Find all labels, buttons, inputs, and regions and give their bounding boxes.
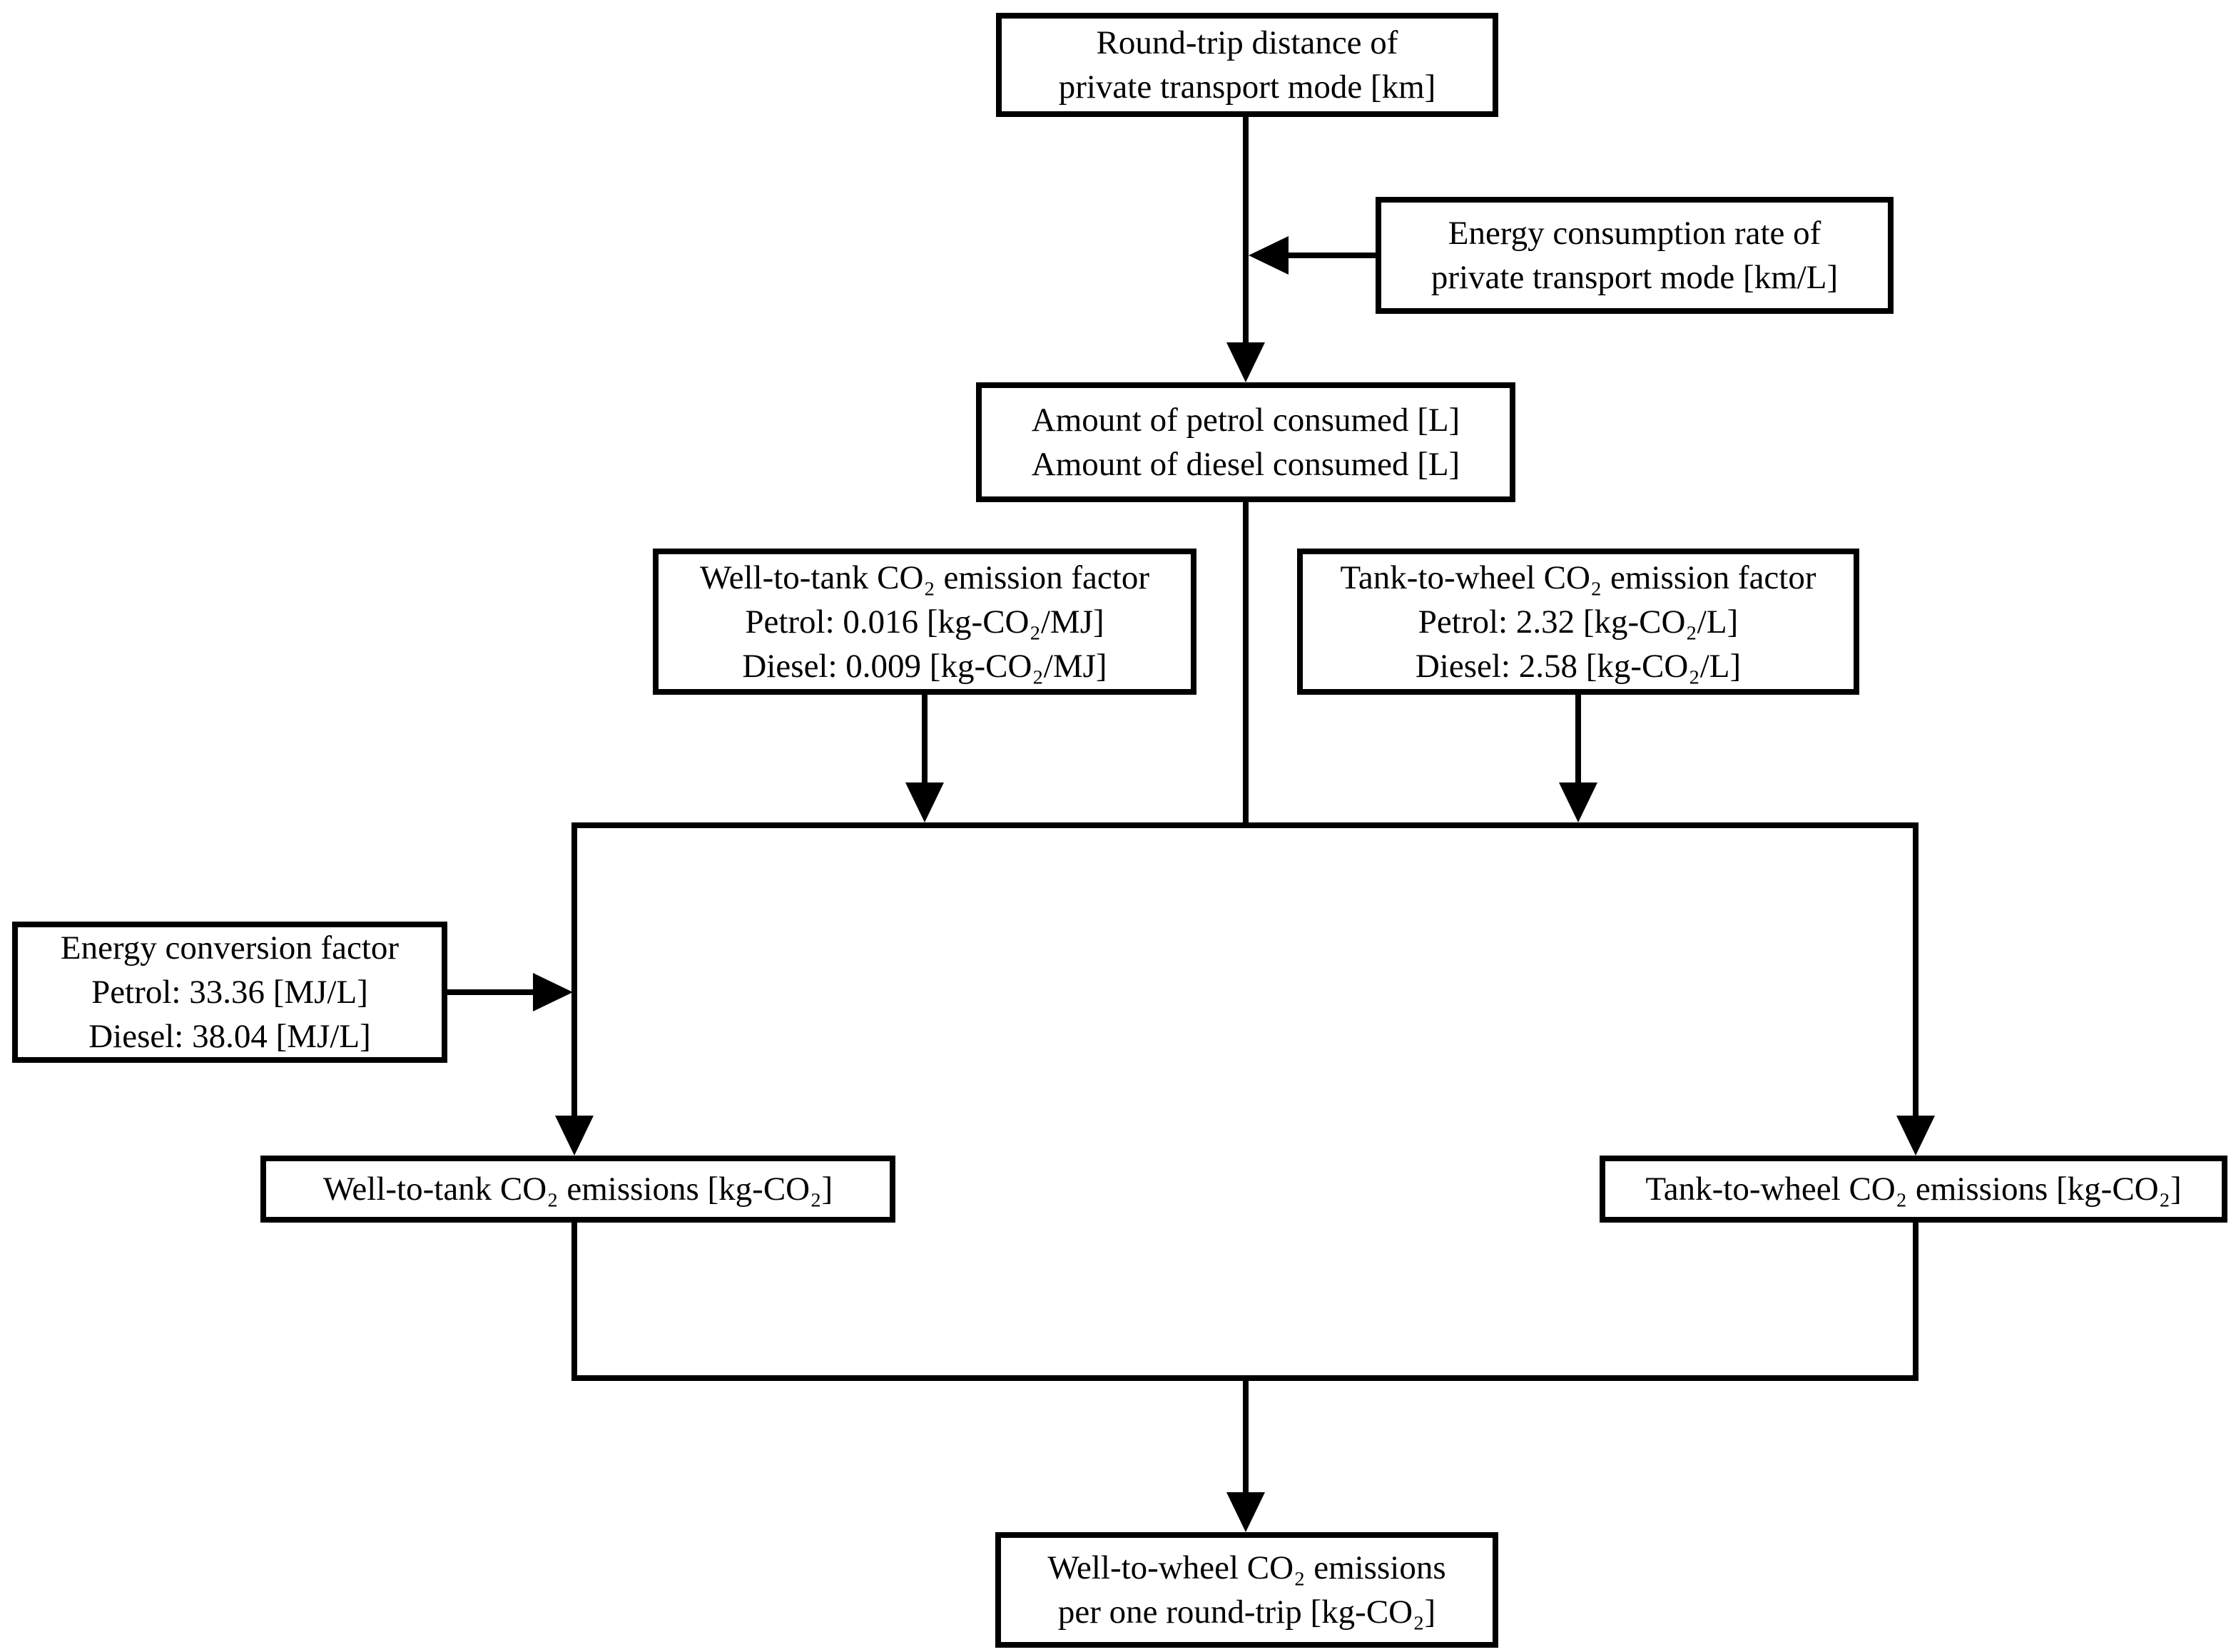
tank-to-wheel-factor-title: Tank-to-wheel CO₂ emission factor [1340, 559, 1816, 596]
energy-consumption-rate-box: Energy consumption rate of private trans… [1376, 197, 1894, 314]
well-to-wheel-emissions-line2: per one round-trip [kg-CO₂] [1057, 1594, 1436, 1631]
well-to-tank-factor-box: Well-to-tank CO₂ emission factor Petrol:… [653, 549, 1196, 695]
arrowhead-into-left-branch [533, 973, 573, 1011]
fuel-amount-line2: Amount of diesel consumed [L] [1031, 446, 1460, 483]
connector-ttw-factor-to-rail [1575, 695, 1581, 794]
energy-conversion-factor-title: Energy conversion factor [60, 929, 400, 967]
arrowhead-ttw-factor-into-rail [1559, 782, 1597, 822]
connector-wtt-factor-to-rail [922, 695, 928, 794]
well-to-tank-factor-title: Well-to-tank CO₂ emission factor [700, 559, 1149, 596]
connector-roundtrip-to-fuelamount [1243, 117, 1249, 354]
connector-fuelamount-to-rail [1243, 502, 1249, 828]
connector-lower-rail-to-final [1243, 1381, 1249, 1504]
energy-conversion-factor-petrol: Petrol: 33.36 [MJ/L] [91, 974, 368, 1011]
arrowhead-into-wtt-emissions [555, 1116, 594, 1156]
well-to-wheel-emissions-line1: Well-to-wheel CO₂ emissions [1047, 1549, 1446, 1586]
fuel-amount-line1: Amount of petrol consumed [L] [1031, 402, 1460, 439]
well-to-wheel-emissions-box: Well-to-wheel CO₂ emissions per one roun… [995, 1532, 1498, 1648]
connector-ttw-emissions-to-lower-rail [1913, 1223, 1919, 1381]
round-trip-distance-line2: private transport mode [km] [1058, 68, 1436, 106]
arrowhead-wtt-factor-into-rail [905, 782, 944, 822]
tank-to-wheel-emissions-box: Tank-to-wheel CO₂ emissions [kg-CO₂] [1600, 1156, 2227, 1223]
connector-wtt-emissions-to-lower-rail [571, 1223, 577, 1381]
connector-rail-to-ttw-emissions [1913, 828, 1919, 1127]
tank-to-wheel-factor-box: Tank-to-wheel CO₂ emission factor Petrol… [1297, 549, 1859, 695]
arrowhead-into-central-line [1249, 236, 1289, 275]
round-trip-distance-line1: Round-trip distance of [1096, 24, 1398, 61]
energy-consumption-rate-line1: Energy consumption rate of [1448, 215, 1821, 252]
tank-to-wheel-factor-diesel: Diesel: 2.58 [kg-CO₂/L] [1415, 647, 1742, 685]
tank-to-wheel-factor-petrol: Petrol: 2.32 [kg-CO₂/L] [1418, 603, 1739, 641]
lower-junction-rail [571, 1375, 1919, 1381]
well-to-tank-emissions-label: Well-to-tank CO₂ emissions [kg-CO₂] [322, 1171, 833, 1208]
arrowhead-into-fuel-amount [1226, 342, 1265, 382]
well-to-tank-emissions-box: Well-to-tank CO₂ emissions [kg-CO₂] [260, 1156, 895, 1223]
arrowhead-into-ttw-emissions [1896, 1116, 1935, 1156]
well-to-tank-factor-diesel: Diesel: 0.009 [kg-CO₂/MJ] [742, 647, 1107, 685]
round-trip-distance-box: Round-trip distance of private transport… [996, 13, 1498, 117]
connector-consumption-to-central [1284, 253, 1376, 258]
energy-consumption-rate-line2: private transport mode [km/L] [1430, 259, 1839, 296]
connector-rail-to-wtt-emissions [571, 828, 577, 1127]
energy-conversion-factor-diesel: Diesel: 38.04 [MJ/L] [88, 1018, 371, 1055]
upper-junction-rail [571, 822, 1919, 828]
tank-to-wheel-emissions-label: Tank-to-wheel CO₂ emissions [kg-CO₂] [1645, 1171, 2182, 1208]
connector-conversion-to-left-branch [447, 989, 544, 995]
well-to-tank-factor-petrol: Petrol: 0.016 [kg-CO₂/MJ] [745, 603, 1104, 641]
fuel-amount-box: Amount of petrol consumed [L] Amount of … [976, 382, 1515, 502]
energy-conversion-factor-box: Energy conversion factor Petrol: 33.36 [… [12, 922, 447, 1063]
arrowhead-into-final-box [1226, 1492, 1265, 1532]
